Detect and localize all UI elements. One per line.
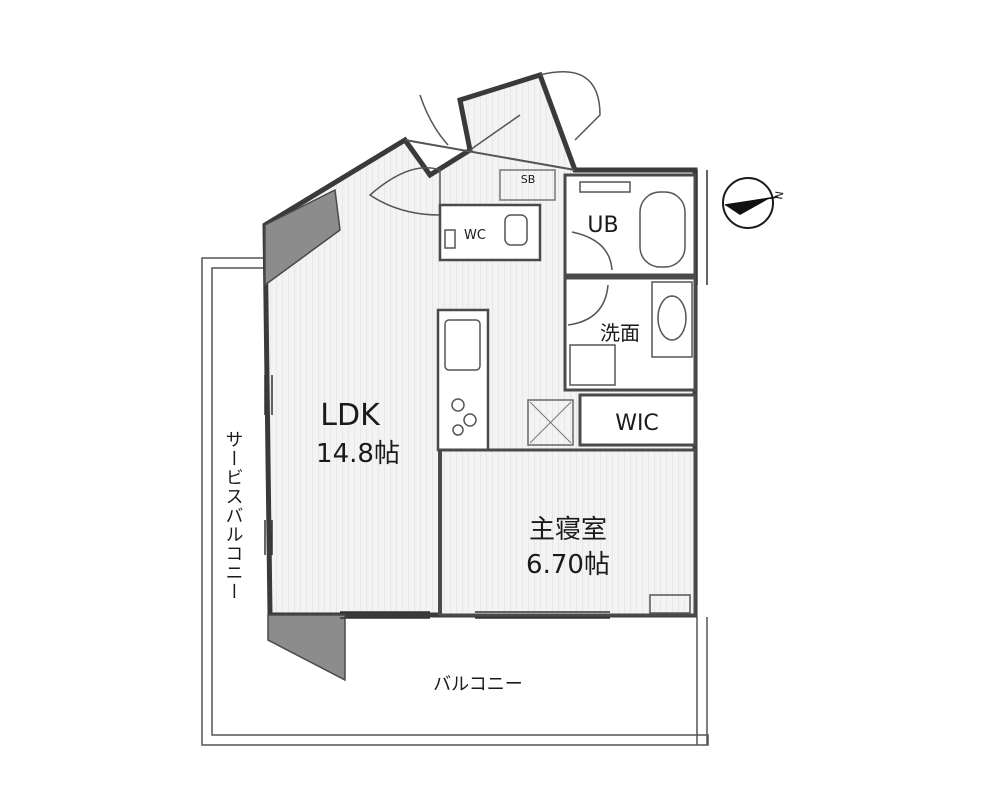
wic-room	[578, 393, 697, 447]
ub-shelf	[579, 181, 631, 193]
stove-burner-3	[452, 424, 464, 436]
column-bottom-left	[267, 614, 346, 682]
sb-room	[499, 169, 556, 201]
wc-label: WC	[464, 228, 486, 243]
balcony-outline-right	[696, 617, 708, 745]
entrance-door-top	[419, 71, 601, 151]
balcony-label: バルコニー	[433, 674, 523, 695]
bedroom-area	[438, 448, 697, 617]
entrance-door-swing	[368, 167, 441, 216]
toilet	[504, 214, 528, 246]
compass-label: N	[772, 190, 786, 200]
ub-label: UB	[587, 213, 618, 238]
bedroom-corner-box	[649, 594, 691, 614]
washroom-door-swing	[567, 284, 609, 326]
wash-basin	[657, 295, 687, 341]
entrance-threshold	[404, 139, 576, 171]
stove-burner-1	[451, 398, 465, 412]
compass-line	[724, 196, 779, 206]
sb-label: SB	[521, 173, 536, 186]
ldk-area: 14.8帖	[316, 439, 400, 469]
fridge-cross-2	[529, 401, 572, 444]
fridge-space	[527, 399, 574, 446]
stove-burner-2	[463, 413, 477, 427]
window-marks	[264, 170, 708, 619]
washing-machine-pan	[569, 344, 616, 386]
bathtub	[639, 191, 686, 268]
wc-sink	[444, 229, 456, 249]
ub-door-swing	[571, 231, 613, 271]
wic-label: WIC	[615, 411, 659, 436]
compass-arrow-icon	[725, 197, 772, 215]
wash-basin-counter	[651, 281, 693, 358]
bedroom-area-label: 6.70帖	[526, 550, 610, 580]
washroom-label: 洗面	[600, 321, 640, 345]
kitchen-sink	[444, 319, 481, 371]
ldk-label: LDK	[320, 398, 381, 433]
wc-room	[438, 203, 542, 262]
column-top-left	[264, 188, 341, 287]
bedroom-label: 主寝室	[529, 515, 607, 545]
service-balcony-label: サービスバルコニー	[223, 430, 244, 601]
